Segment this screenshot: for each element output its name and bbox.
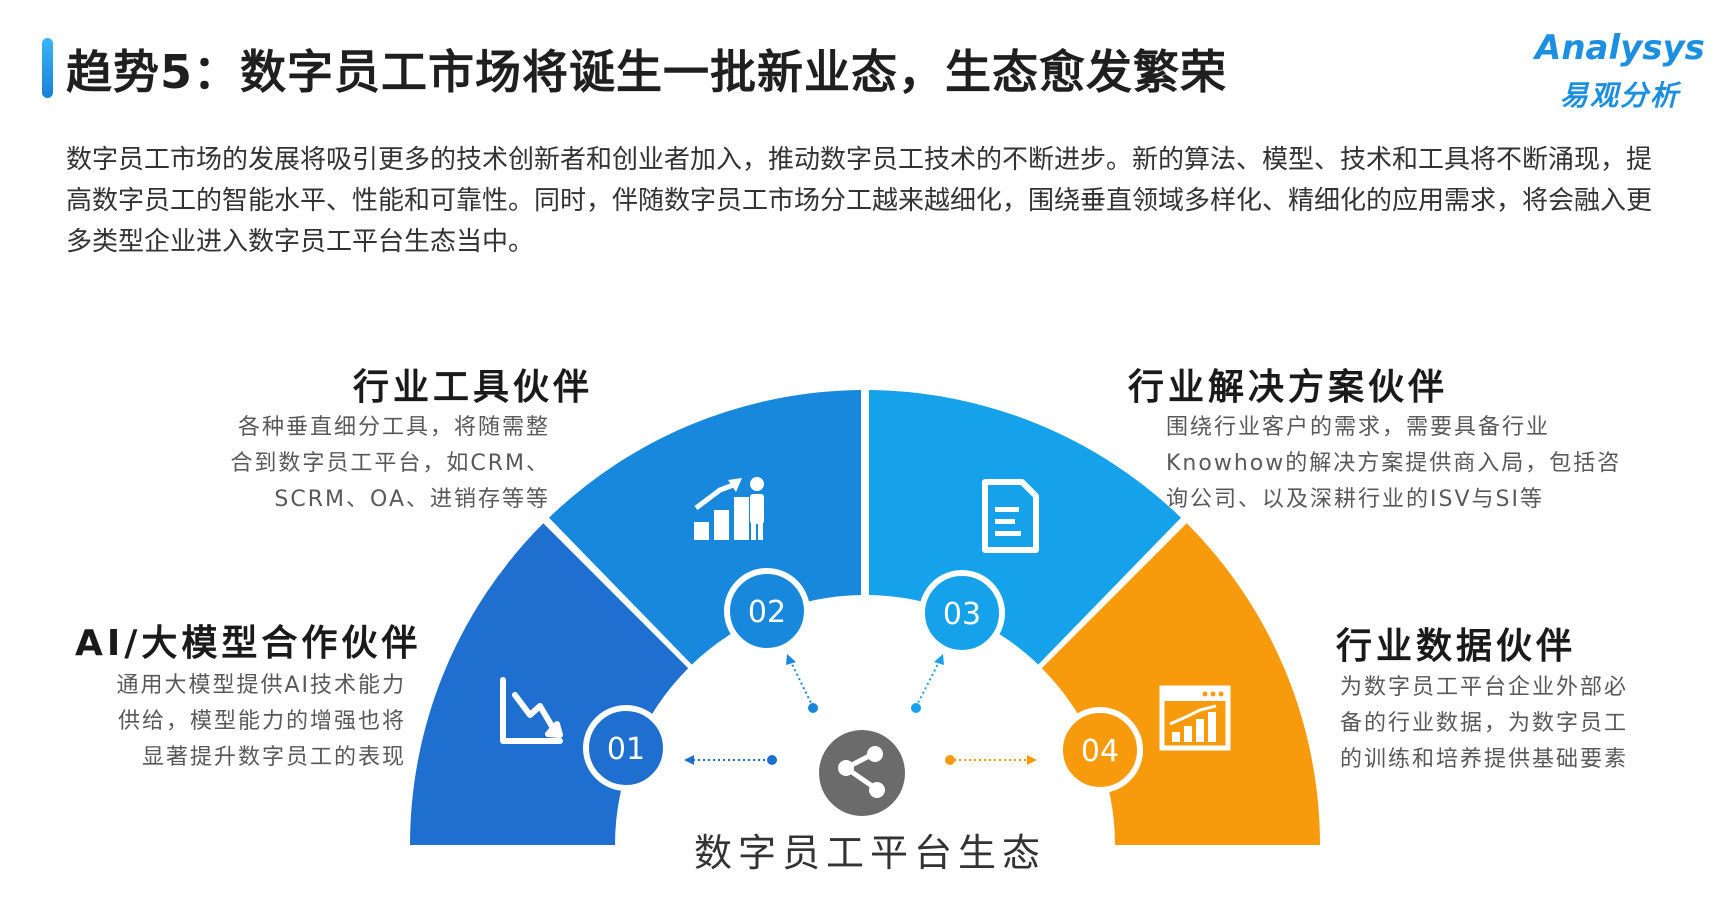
document-icon (982, 479, 1039, 553)
segment-01-description: 通用大模型提供AI技术能力 供给，模型能力的增强也将 显著提升数字员工的表现 (96, 668, 406, 776)
segment-04-desc-line: 为数字员工平台企业外部必 (1340, 675, 1629, 700)
growth-person-icon (694, 477, 764, 540)
logo-text-cn: 易观分析 (1560, 79, 1681, 112)
segment-02-number: 02 (748, 595, 786, 630)
segment-01-desc-line: 供给，模型能力的增强也将 (117, 709, 406, 734)
segment-02-title: 行业工具伙伴 (353, 367, 594, 408)
segment-03-desc-line: 围绕行业客户的需求，需要具备行业 (1166, 415, 1551, 440)
segment-02-desc-line: 各种垂直细分工具，将随需整 (237, 415, 550, 440)
segment-04-desc-line: 的训练和培养提供基础要素 (1340, 747, 1629, 772)
platform-ecosystem-label: 数字员工平台生态 (693, 831, 1046, 875)
logo-text-en: Analysys (1535, 28, 1705, 68)
brand-logo: Analysys 易观分析 (1515, 28, 1705, 118)
segment-04-description: 为数字员工平台企业外部必 备的行业数据，为数字员工 的训练和培养提供基础要素 (1340, 670, 1720, 778)
segment-01-title: AI/大模型合作伙伴 (75, 623, 422, 664)
segment-04-number: 04 (1081, 734, 1119, 769)
segment-03-number: 03 (943, 597, 981, 632)
segment-01-desc-line: 通用大模型提供AI技术能力 (116, 673, 406, 698)
segment-03-desc-line: 询公司、以及深耕行业的ISV与SI等 (1166, 487, 1544, 512)
segment-02-desc-line: SCRM、OA、进销存等等 (274, 487, 550, 512)
segment-04-title: 行业数据伙伴 (1336, 626, 1577, 667)
segment-04-badge (1057, 707, 1143, 793)
page-title: 趋势5：数字员工市场将诞生一批新业态，生态愈发繁荣 (66, 45, 1228, 99)
connector-02 (789, 659, 814, 708)
segment-02-badge (724, 568, 810, 654)
hub-share-icon (819, 730, 905, 816)
segment-03-title: 行业解决方案伙伴 (1128, 367, 1449, 408)
intro-paragraph: 数字员工市场的发展将吸引更多的技术创新者和创业者加入，推动数字员工技术的不断进步… (66, 145, 1653, 257)
segment-02-desc-line: 合到数字员工平台，如CRM、 (230, 451, 550, 476)
segment-04-desc-line: 备的行业数据，为数字员工 (1340, 711, 1629, 736)
segment-01-badge (583, 705, 669, 791)
connector-03 (915, 659, 941, 708)
segment-03-description: 围绕行业客户的需求，需要具备行业 Knowhow的解决方案提供商入局，包括咨 询… (1166, 410, 1666, 518)
segment-01-number: 01 (607, 732, 645, 767)
segment-03-badge (919, 570, 1005, 656)
segment-01-desc-line: 显著提升数字员工的表现 (141, 745, 406, 770)
title-accent-bar (42, 38, 53, 98)
browser-chart-icon (1159, 685, 1231, 751)
segment-03-desc-line: Knowhow的解决方案提供商入局，包括咨 (1166, 451, 1622, 476)
segment-02-description: 各种垂直细分工具，将随需整 合到数字员工平台，如CRM、 SCRM、OA、进销存… (180, 410, 550, 518)
trend-down-chart-icon (500, 677, 563, 744)
